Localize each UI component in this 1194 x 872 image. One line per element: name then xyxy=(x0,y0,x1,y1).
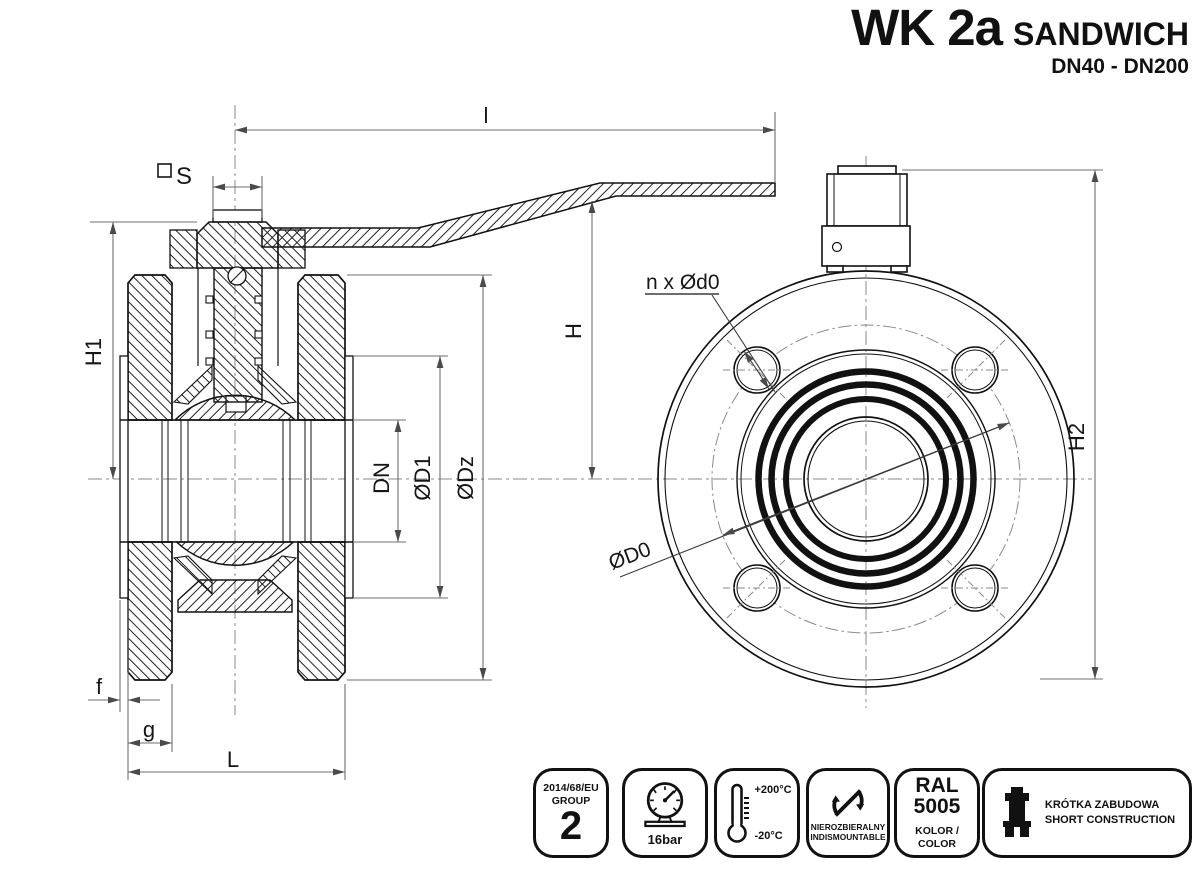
short-construction-en: SHORT CONSTRUCTION xyxy=(1044,814,1176,826)
product-model: WK 2a xyxy=(851,0,1003,56)
indismountable-pl: NIEROZBIERALNY xyxy=(810,821,886,832)
bottom-boss xyxy=(177,579,293,613)
front-view xyxy=(657,156,1075,708)
label-h1: H1 xyxy=(81,338,106,366)
label-d0: ØD0 xyxy=(606,538,655,575)
color-label-pl: KOLOR / xyxy=(915,825,959,838)
indismountable-en: INDISMOUNTABLE xyxy=(810,832,886,842)
badge-temperature: +200°C -20°C xyxy=(714,768,800,858)
bolt-circle xyxy=(711,324,1021,634)
group-number: 2 xyxy=(559,803,583,848)
badge-pressure: 16bar xyxy=(622,768,708,858)
label-l: l xyxy=(484,103,489,128)
pressure-rating: 16bar xyxy=(647,832,683,847)
bore xyxy=(120,419,353,543)
thermometer-icon xyxy=(727,783,750,843)
bonnet-wings xyxy=(172,364,298,596)
label-s: S xyxy=(176,163,192,190)
label-f: f xyxy=(96,674,103,699)
dimensions xyxy=(88,112,1103,780)
dim-g xyxy=(127,684,173,752)
dim-h2 xyxy=(902,169,1103,680)
square-symbol xyxy=(157,163,172,178)
label-h2: H2 xyxy=(1064,423,1089,451)
dim-L xyxy=(127,684,346,780)
lever-handle xyxy=(261,182,776,248)
stem-mounting xyxy=(821,165,911,273)
label-dz: ØDz xyxy=(453,456,478,500)
short-construction-pl: KRÓTKA ZABUDOWA xyxy=(1044,799,1160,812)
badge-indismountable: NIEROZBIERALNY INDISMOUNTABLE xyxy=(806,768,890,858)
group-text: GROUP xyxy=(551,794,591,807)
pressure-gauge-icon xyxy=(644,782,686,828)
badge-short-construction: KRÓTKA ZABUDOWA SHORT CONSTRUCTION xyxy=(982,768,1192,858)
dim-l xyxy=(235,112,776,183)
side-view xyxy=(88,105,1092,715)
product-type: SANDWICH xyxy=(1013,16,1189,52)
label-nxd0: n x Ød0 xyxy=(646,271,720,294)
packing-springs xyxy=(205,295,263,366)
label-d1: ØD1 xyxy=(410,455,435,500)
valve-body xyxy=(127,274,346,681)
label-dn: DN xyxy=(369,462,394,494)
flange-circles xyxy=(657,270,1075,688)
badge-color: RAL 5005 KOLOR / COLOR xyxy=(894,768,980,858)
label-h: H xyxy=(561,323,586,339)
dim-f xyxy=(88,600,160,712)
label-L: L xyxy=(227,747,239,772)
dim-nxd0 xyxy=(645,293,776,393)
badge-pressure-directive: 2014/68/EU GROUP 2 xyxy=(533,768,609,858)
dim-dn xyxy=(353,419,406,543)
label-g: g xyxy=(143,717,155,742)
temp-min: -20°C xyxy=(754,830,783,842)
short-construction-valve-icon xyxy=(1002,787,1031,837)
color-label-en: COLOR xyxy=(918,838,956,851)
left-gasket-face xyxy=(119,355,129,599)
set-screw-hole xyxy=(831,241,843,253)
right-gasket-face xyxy=(344,355,354,599)
dim-d1 xyxy=(353,355,448,599)
dim-dz xyxy=(347,274,492,681)
dim-d0 xyxy=(619,422,1010,578)
directive-text: 2014/68/EU xyxy=(543,782,599,795)
dim-h1 xyxy=(90,221,197,479)
temp-max: +200°C xyxy=(754,784,792,796)
ral-code: 5005 xyxy=(913,795,961,819)
stem-square-head xyxy=(212,209,263,223)
dim-s xyxy=(157,163,263,218)
title-block: WK 2a SANDWICH DN40 - DN200 xyxy=(851,2,1189,77)
indismountable-icon xyxy=(831,788,865,817)
dn-range: DN40 - DN200 xyxy=(1051,55,1189,78)
ral-label: RAL xyxy=(915,774,959,798)
